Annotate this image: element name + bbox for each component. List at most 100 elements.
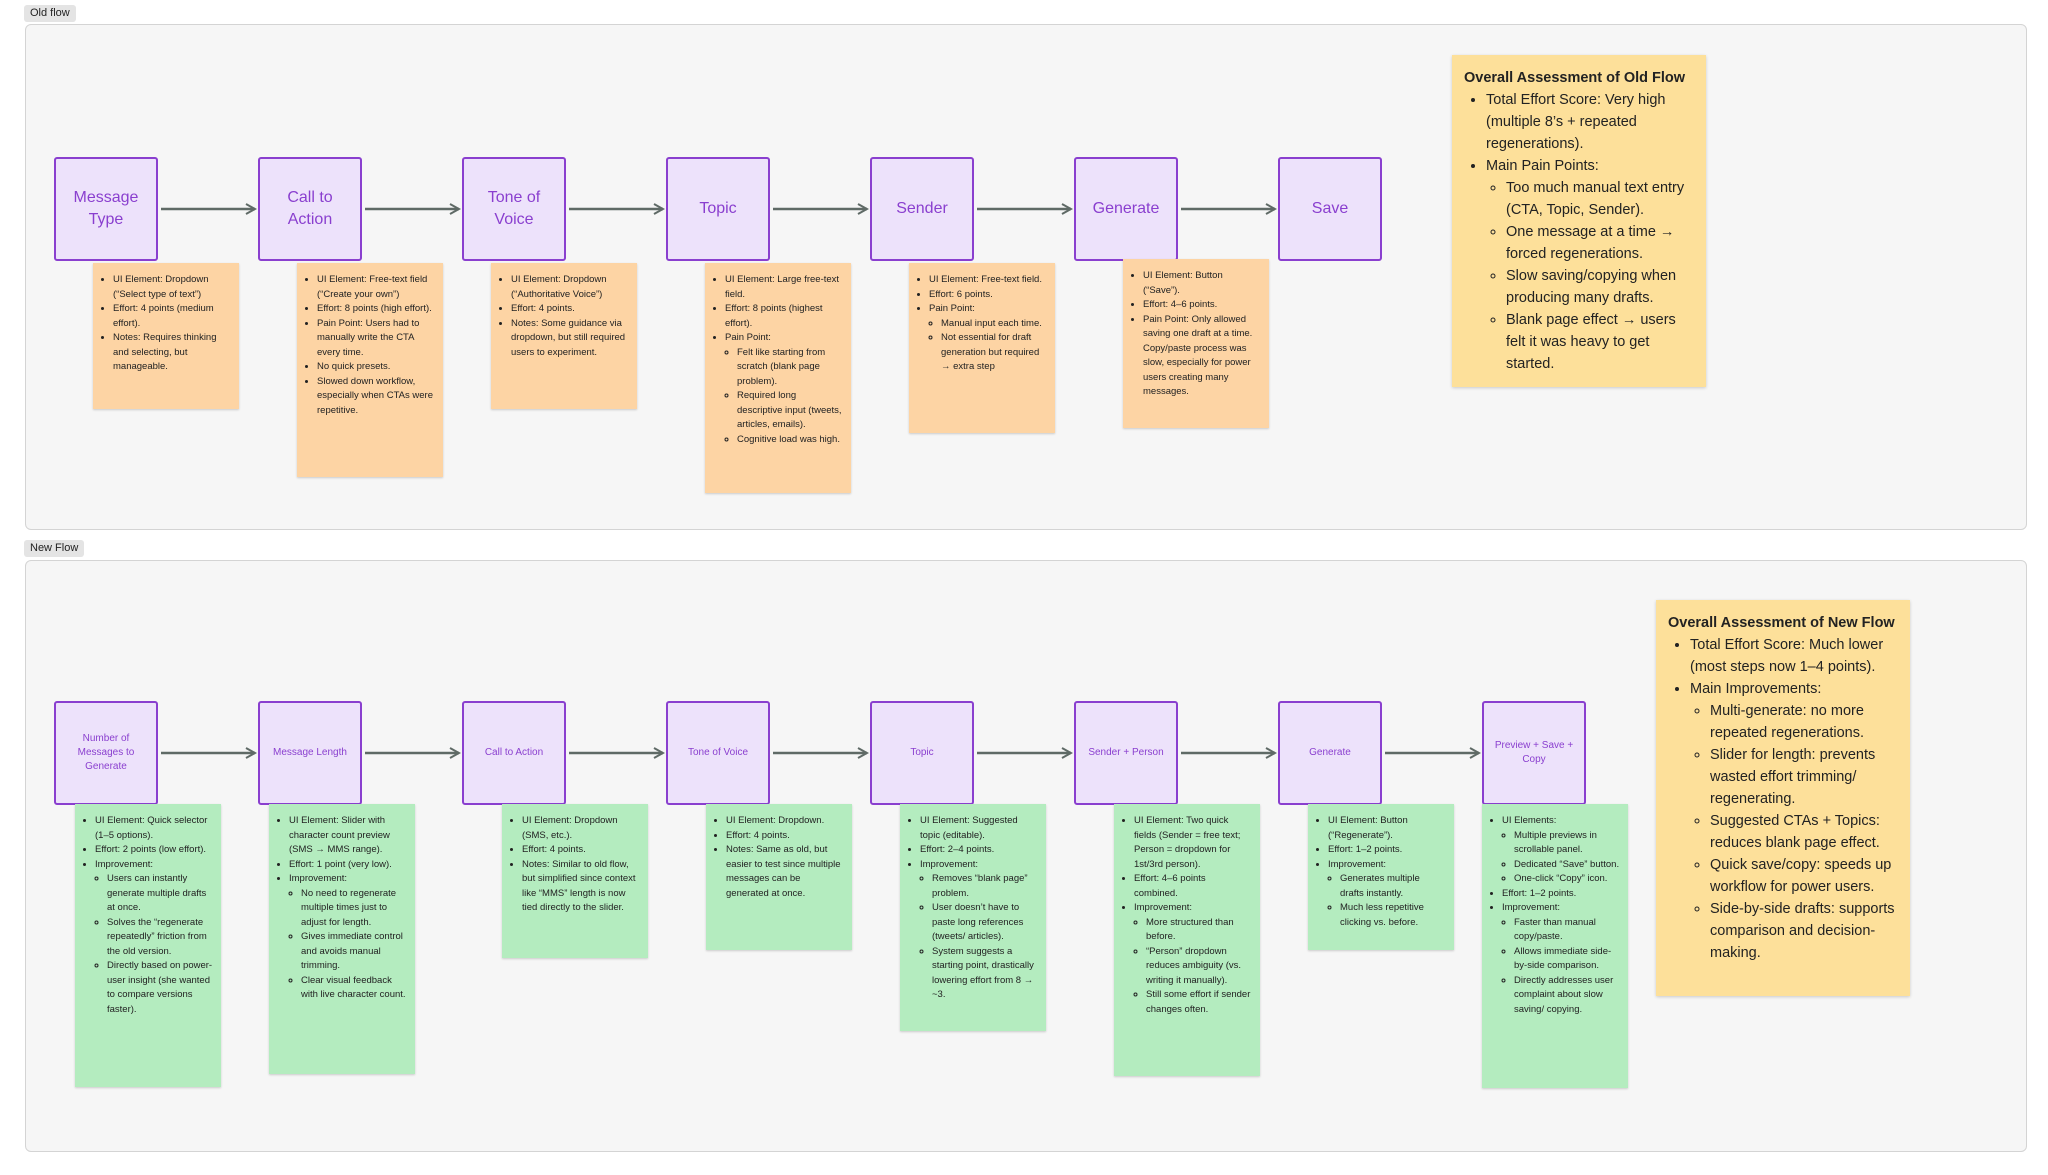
new-note-preview-save-copy: UI Elements:Multiple previews in scrolla… [1482, 804, 1628, 1088]
note-bullet: UI Element: Dropdown (SMS, etc.). [522, 814, 640, 843]
note-sub-bullet: Too much manual text entry (CTA, Topic, … [1506, 177, 1694, 221]
note-bullet: Effort: 4–6 points. [1143, 298, 1261, 313]
note-bullet: Total Effort Score: Very high (multiple … [1486, 89, 1694, 155]
new-note-number-of-messages: UI Element: Quick selector (1–5 options)… [75, 804, 221, 1087]
note-bullet: UI Elements:Multiple previews in scrolla… [1502, 814, 1620, 887]
old-node-sender[interactable]: Sender [870, 157, 974, 261]
note-bullet: Notes: Some guidance via dropdown, but s… [511, 317, 629, 361]
old-flow-label: Old flow [24, 5, 76, 22]
assessment-title: Overall Assessment of New Flow [1668, 615, 1895, 631]
note-bullet: Effort: 1–2 points. [1328, 843, 1446, 858]
new-node-message-length[interactable]: Message Length [258, 701, 362, 805]
note-sub-bullet: Directly based on power-user insight (sh… [107, 959, 213, 1017]
note-sub-bullet: Manual input each time. [941, 317, 1047, 332]
note-bullet: UI Element: Button (“Regenerate”). [1328, 814, 1446, 843]
note-sub-bullet: Still some effort if sender changes ofte… [1146, 988, 1252, 1017]
note-bullet: Improvement:No need to regenerate multip… [289, 872, 407, 1003]
new-node-sender-person[interactable]: Sender + Person [1074, 701, 1178, 805]
note-bullet: UI Element: Free-text field (“Create you… [317, 273, 435, 302]
new-flow-label: New Flow [24, 540, 85, 557]
note-sub-bullet: Multi-generate: no more repeated regener… [1710, 700, 1898, 744]
note-bullet: Main Improvements:Multi-generate: no mor… [1690, 678, 1898, 964]
note-sub-bullet: Clear visual feedback with live characte… [301, 974, 407, 1003]
note-bullet: Effort: 2–4 points. [920, 843, 1038, 858]
note-bullet: Effort: 2 points (low effort). [95, 843, 213, 858]
old-node-generate[interactable]: Generate [1074, 157, 1178, 261]
note-bullet: No quick presets. [317, 360, 435, 375]
note-sub-bullet: Solves the “regenerate repeatedly” frict… [107, 916, 213, 960]
old-note-call-to-action: UI Element: Free-text field (“Create you… [297, 263, 443, 477]
old-note-topic: UI Element: Large free-text field.Effort… [705, 263, 851, 493]
assessment-title: Overall Assessment of Old Flow [1464, 70, 1686, 86]
note-sub-bullet: No need to regenerate multiple times jus… [301, 887, 407, 931]
note-bullet: Effort: 4 points. [522, 843, 640, 858]
note-sub-bullet: Not essential for draft generation but r… [941, 331, 1047, 375]
note-bullet: Effort: 4–6 points combined. [1134, 872, 1252, 901]
old-node-call-to-action[interactable]: Call to Action [258, 157, 362, 261]
old-note-generate: UI Element: Button (“Save”).Effort: 4–6 … [1123, 259, 1269, 428]
old-node-save[interactable]: Save [1278, 157, 1382, 261]
note-sub-bullet: User doesn’t have to paste long referenc… [932, 901, 1038, 945]
note-bullet: UI Element: Button (“Save”). [1143, 269, 1261, 298]
note-bullet: Notes: Similar to old flow, but simplifi… [522, 858, 640, 916]
note-bullet: Effort: 1–2 points. [1502, 887, 1620, 902]
old-node-tone-of-voice[interactable]: Tone of Voice [462, 157, 566, 261]
note-sub-bullet: More structured than before. [1146, 916, 1252, 945]
note-bullet: Total Effort Score: Much lower (most ste… [1690, 634, 1898, 678]
new-note-tone-of-voice: UI Element: Dropdown.Effort: 4 points.No… [706, 804, 852, 950]
note-bullet: UI Element: Free-text field. [929, 273, 1047, 288]
note-bullet: Main Pain Points:Too much manual text en… [1486, 155, 1694, 375]
new-node-generate[interactable]: Generate [1278, 701, 1382, 805]
old-flow-assessment: Overall Assessment of Old FlowTotal Effo… [1452, 55, 1706, 387]
old-note-tone-of-voice: UI Element: Dropdown (“Authoritative Voi… [491, 263, 637, 409]
note-bullet: UI Element: Dropdown (“Select type of te… [113, 273, 231, 302]
old-node-message-type[interactable]: Message Type [54, 157, 158, 261]
new-note-generate: UI Element: Button (“Regenerate”).Effort… [1308, 804, 1454, 950]
note-bullet: Effort: 8 points (highest effort). [725, 302, 843, 331]
note-bullet: UI Element: Suggested topic (editable). [920, 814, 1038, 843]
note-bullet: Notes: Same as old, but easier to test s… [726, 843, 844, 901]
note-bullet: Effort: 4 points (medium effort). [113, 302, 231, 331]
note-sub-bullet: Users can instantly generate multiple dr… [107, 872, 213, 916]
note-bullet: Effort: 6 points. [929, 288, 1047, 303]
note-sub-bullet: System suggests a starting point, drasti… [932, 945, 1038, 1003]
note-sub-bullet: Suggested CTAs + Topics: reduces blank p… [1710, 810, 1898, 854]
note-sub-bullet: Dedicated “Save” button. [1514, 858, 1620, 873]
note-sub-bullet: Side-by-side drafts: supports comparison… [1710, 898, 1898, 964]
old-note-sender: UI Element: Free-text field.Effort: 6 po… [909, 263, 1055, 433]
note-bullet: Effort: 4 points. [726, 829, 844, 844]
note-bullet: Pain Point: Only allowed saving one draf… [1143, 313, 1261, 400]
note-bullet: Improvement:Removes “blank page” problem… [920, 858, 1038, 1003]
note-bullet: UI Element: Large free-text field. [725, 273, 843, 302]
note-bullet: UI Element: Quick selector (1–5 options)… [95, 814, 213, 843]
note-sub-bullet: Allows immediate side-by-side comparison… [1514, 945, 1620, 974]
note-sub-bullet: Required long descriptive input (tweets,… [737, 389, 843, 433]
note-sub-bullet: Cognitive load was high. [737, 433, 843, 448]
note-sub-bullet: One message at a time → forced regenerat… [1506, 221, 1694, 265]
note-sub-bullet: “Person” dropdown reduces ambiguity (vs.… [1146, 945, 1252, 989]
note-bullet: Improvement:More structured than before.… [1134, 901, 1252, 1017]
note-sub-bullet: Much less repetitive clicking vs. before… [1340, 901, 1446, 930]
note-bullet: Improvement:Faster than manual copy/past… [1502, 901, 1620, 1017]
note-bullet: Pain Point:Felt like starting from scrat… [725, 331, 843, 447]
note-bullet: Pain Point:Manual input each time.Not es… [929, 302, 1047, 375]
old-note-message-type: UI Element: Dropdown (“Select type of te… [93, 263, 239, 409]
new-node-preview-save-copy[interactable]: Preview + Save + Copy [1482, 701, 1586, 805]
note-sub-bullet: Slow saving/copying when producing many … [1506, 265, 1694, 309]
note-sub-bullet: Slider for length: prevents wasted effor… [1710, 744, 1898, 810]
new-node-tone-of-voice[interactable]: Tone of Voice [666, 701, 770, 805]
new-note-topic: UI Element: Suggested topic (editable).E… [900, 804, 1046, 1031]
note-bullet: Effort: 4 points. [511, 302, 629, 317]
note-sub-bullet: One-click “Copy” icon. [1514, 872, 1620, 887]
note-sub-bullet: Quick save/copy: speeds up workflow for … [1710, 854, 1898, 898]
new-node-topic[interactable]: Topic [870, 701, 974, 805]
note-sub-bullet: Felt like starting from scratch (blank p… [737, 346, 843, 390]
new-note-sender-person: UI Element: Two quick fields (Sender = f… [1114, 804, 1260, 1076]
new-flow-assessment: Overall Assessment of New FlowTotal Effo… [1656, 600, 1910, 996]
note-sub-bullet: Removes “blank page” problem. [932, 872, 1038, 901]
old-node-topic[interactable]: Topic [666, 157, 770, 261]
note-sub-bullet: Faster than manual copy/paste. [1514, 916, 1620, 945]
new-node-call-to-action[interactable]: Call to Action [462, 701, 566, 805]
new-node-number-of-messages[interactable]: Number of Messages to Generate [54, 701, 158, 805]
note-bullet: UI Element: Two quick fields (Sender = f… [1134, 814, 1252, 872]
